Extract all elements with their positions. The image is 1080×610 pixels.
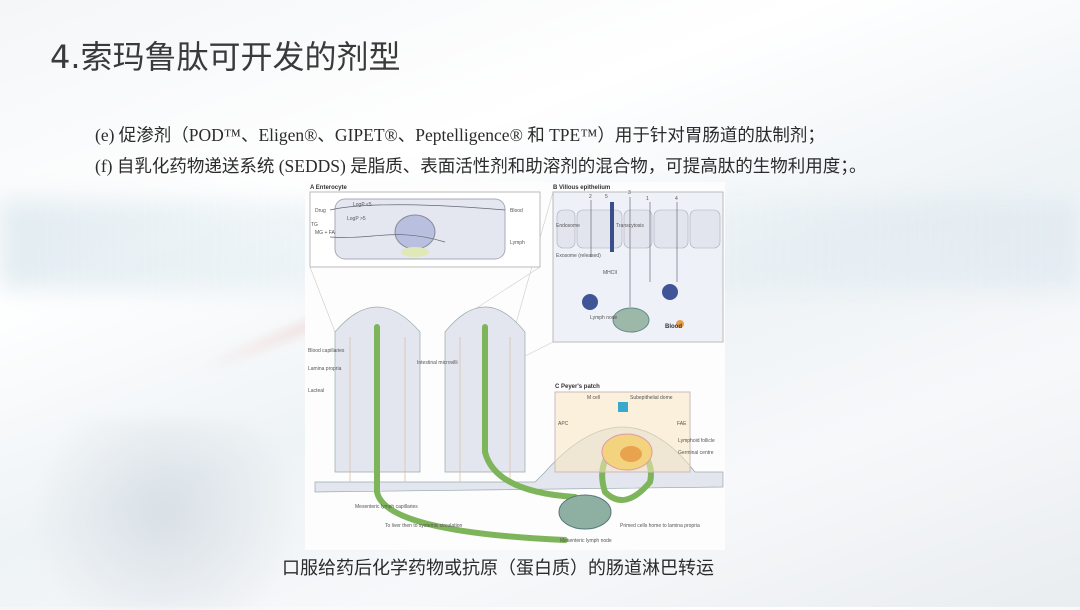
- figure-label: Primed cells home to lamina propria: [620, 523, 700, 529]
- figure-label: Subepithelial dome: [630, 395, 673, 401]
- figure-label: Lamina propria: [308, 366, 342, 372]
- figure-label: Blood capillaries: [308, 348, 345, 354]
- figure-label: 1: [646, 196, 649, 202]
- figure-label: 5: [605, 194, 608, 200]
- figure-label: 2: [589, 194, 592, 200]
- figure-label: Lacteal: [308, 388, 324, 394]
- bullet-e: (e) 促渗剂（POD™、Eligen®、GIPET®、Peptelligenc…: [95, 125, 825, 145]
- panel-a-enterocyte: A Enterocyte Drug LogP <5 LogP >5 Blood …: [309, 185, 541, 268]
- figure-label: 4: [675, 196, 678, 202]
- figure-label: Mesenteric lymph capillaries: [355, 504, 418, 510]
- figure-label: Transcytosis: [616, 223, 644, 229]
- figure-label: To liver then to systemic circulation: [385, 523, 462, 529]
- figure-label: Endosome: [556, 223, 580, 229]
- figure-label: A Enterocyte: [310, 185, 347, 191]
- background-droplets: [0, 420, 330, 610]
- lymph-node: [558, 494, 612, 530]
- figure-caption: 口服给药后化学药物或抗原（蛋白质）的肠道淋巴转运: [282, 558, 714, 579]
- figure-label: Lymph node: [590, 315, 618, 321]
- figure-label: FAE: [677, 421, 687, 427]
- figure-label: Germinal centre: [678, 450, 714, 456]
- figure-label: C Peyer's patch: [555, 384, 600, 390]
- figure-label: MHCII: [603, 270, 617, 276]
- intestinal-lymph-figure: A Enterocyte Drug LogP <5 LogP >5 Blood …: [305, 182, 725, 550]
- figure-label: Lymphoid follicle: [678, 438, 715, 444]
- figure-label: Exosome (released): [556, 253, 601, 259]
- figure-label: 3: [628, 190, 631, 196]
- figure-label: B Villous epithelium: [553, 185, 610, 191]
- figure-label: TG: [311, 222, 318, 228]
- figure-label: Lymph: [510, 240, 525, 246]
- figure-label: M cell: [587, 395, 600, 401]
- slide-title: 4.索玛鲁肽可开发的剂型: [50, 38, 401, 76]
- figure-label: MG + FA: [315, 230, 336, 236]
- panel-c-peyers-patch: C Peyer's patch M cell Subepithelial dom…: [554, 384, 715, 473]
- figure-label: Blood: [665, 324, 682, 330]
- figure-label: Mesenteric lymph node: [560, 538, 612, 544]
- bullet-f: (f) 自乳化药物递送系统 (SEDDS) 是脂质、表面活性剂和助溶剂的混合物，…: [95, 156, 867, 176]
- figure-label: LogP >5: [347, 216, 366, 222]
- panel-b-villous-epithelium: B Villous epithelium 2 1 3 4 5 Endosome …: [552, 185, 724, 343]
- figure-label: Intestinal microvilli: [417, 360, 458, 366]
- figure-label: LogP <5: [353, 202, 372, 208]
- figure-label: Drug: [315, 208, 326, 214]
- figure-label: APC: [558, 421, 569, 427]
- figure-label: Blood: [510, 208, 523, 214]
